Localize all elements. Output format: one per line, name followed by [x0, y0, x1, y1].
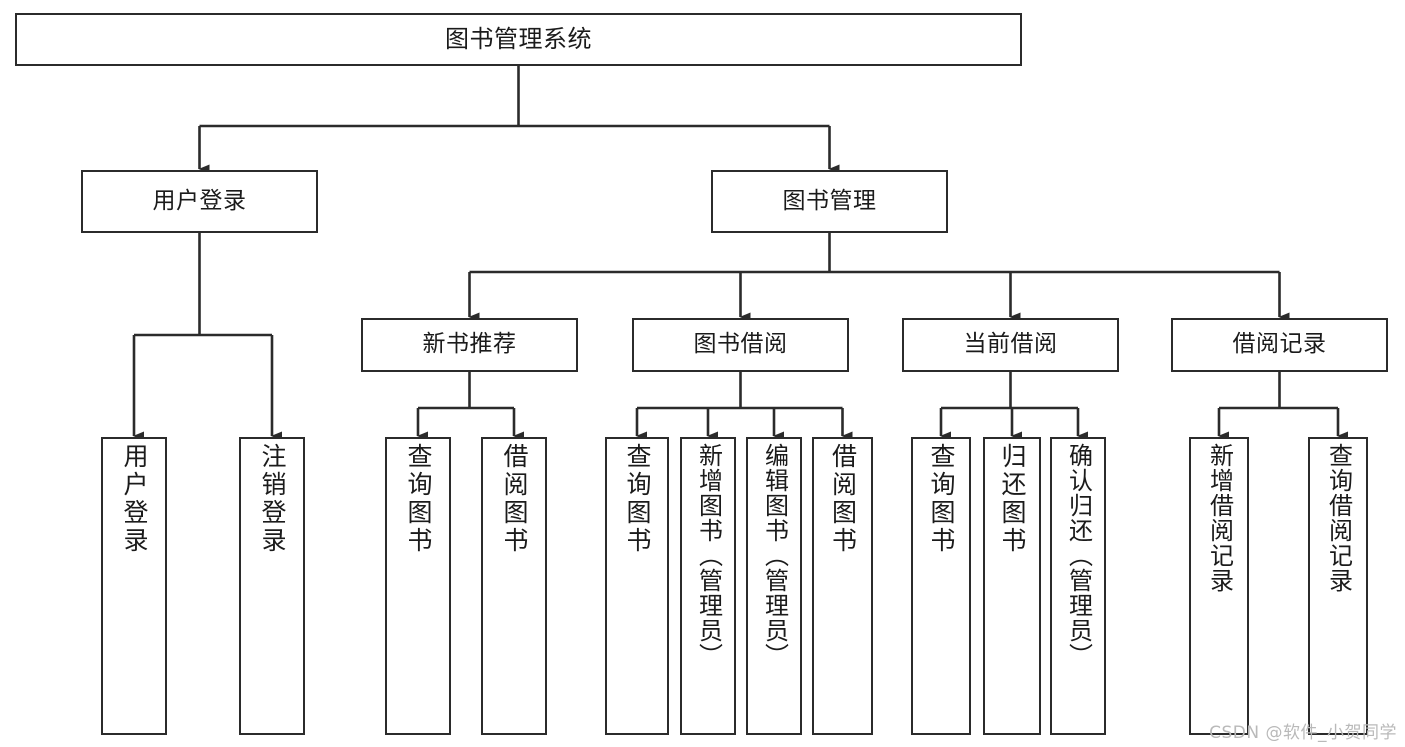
node-label: 查询借阅记录 [1324, 443, 1353, 593]
node-label: 确认归还（管理员） [1064, 443, 1093, 668]
node-leaf-rec-borrow[interactable]: 借阅图书 [481, 437, 547, 735]
node-label: 当前借阅 [963, 331, 1058, 358]
node-label: 查询图书 [927, 443, 956, 555]
node-leaf-user-login[interactable]: 用户登录 [101, 437, 167, 735]
node-leaf-book-add[interactable]: 新增图书（管理员） [680, 437, 736, 735]
node-user-login[interactable]: 用户登录 [81, 170, 318, 233]
node-label: 借阅图书 [828, 443, 858, 555]
node-label: 图书管理系统 [445, 25, 592, 54]
node-label: 用户登录 [120, 443, 149, 555]
node-leaf-book-edit[interactable]: 编辑图书（管理员） [746, 437, 802, 735]
node-label: 查询图书 [623, 443, 652, 555]
node-book-borrow[interactable]: 图书借阅 [632, 318, 849, 372]
csdn-watermark: CSDN @软件_小贺同学 [1209, 723, 1397, 743]
node-leaf-rec-add[interactable]: 新增借阅记录 [1189, 437, 1249, 735]
node-leaf-book-borrow[interactable]: 借阅图书 [812, 437, 873, 735]
node-label: 注销登录 [258, 443, 287, 555]
node-label: 新增借阅记录 [1205, 443, 1234, 593]
node-label: 新增图书（管理员） [694, 443, 723, 668]
node-leaf-cur-query[interactable]: 查询图书 [911, 437, 971, 735]
node-label: 归还图书 [998, 443, 1027, 555]
node-borrow-record[interactable]: 借阅记录 [1171, 318, 1388, 372]
node-label: 借阅记录 [1232, 331, 1327, 358]
node-label: 编辑图书（管理员） [760, 443, 789, 668]
node-leaf-rec-query[interactable]: 查询图书 [385, 437, 451, 735]
node-label: 图书管理 [782, 187, 877, 214]
node-label: 新书推荐 [422, 331, 517, 358]
node-label: 查询图书 [404, 443, 433, 555]
node-leaf-user-logout[interactable]: 注销登录 [239, 437, 305, 735]
node-book-manage[interactable]: 图书管理 [711, 170, 948, 233]
node-leaf-cur-return[interactable]: 归还图书 [983, 437, 1041, 735]
node-label: 用户登录 [152, 187, 247, 214]
node-label: 借阅图书 [500, 443, 529, 555]
node-new-book-rec[interactable]: 新书推荐 [361, 318, 578, 372]
node-leaf-rec-query2[interactable]: 查询借阅记录 [1308, 437, 1368, 735]
node-leaf-borrow-query[interactable]: 查询图书 [605, 437, 669, 735]
node-root[interactable]: 图书管理系统 [15, 13, 1022, 66]
node-current-borrow[interactable]: 当前借阅 [902, 318, 1119, 372]
node-label: 图书借阅 [693, 331, 788, 358]
node-leaf-cur-confirm[interactable]: 确认归还（管理员） [1050, 437, 1106, 735]
